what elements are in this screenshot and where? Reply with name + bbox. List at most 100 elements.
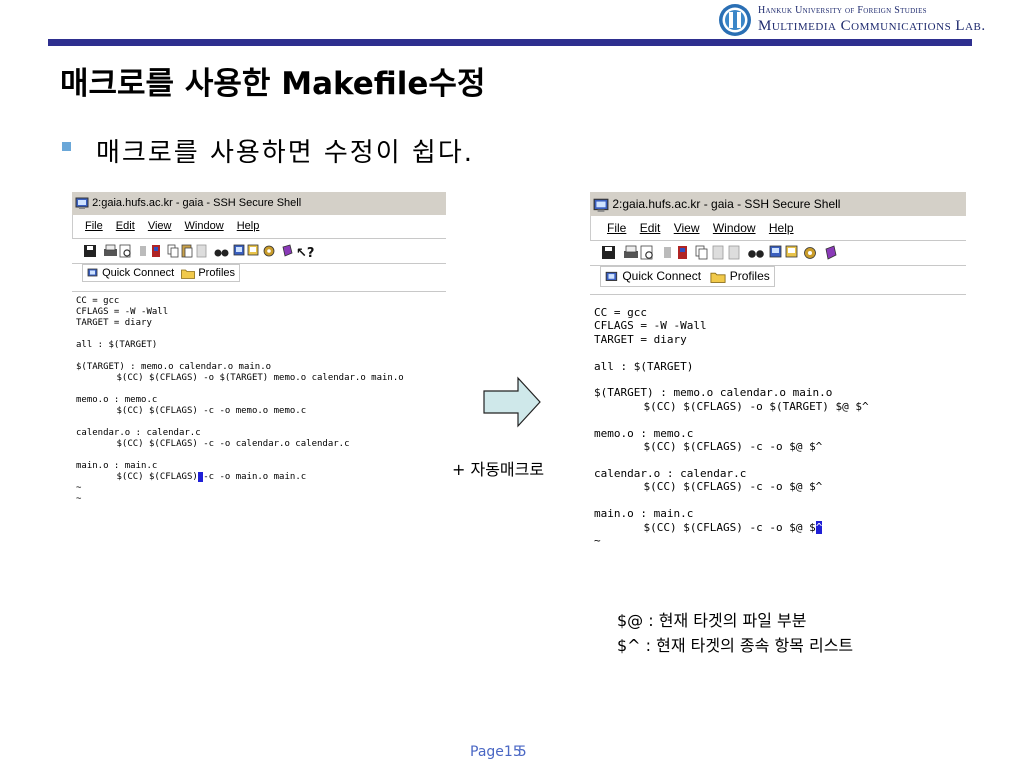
menu-help[interactable]: Help [236, 220, 260, 232]
terminal-line: CC = gcc [594, 306, 647, 319]
disconnect-icon[interactable] [664, 247, 671, 258]
print-icon[interactable] [104, 244, 117, 256]
transform-arrow-icon [483, 376, 541, 428]
toolbar-icons [602, 245, 837, 260]
menu-window[interactable]: Window [184, 220, 224, 232]
terminal-line [594, 494, 966, 507]
print-preview-icon[interactable] [640, 245, 653, 260]
terminal-line: $(CC) $(CFLAGS) -o $(TARGET) memo.o cale… [116, 373, 404, 383]
quick-connect-bar: Quick Connect Profiles [72, 264, 446, 292]
ssh-terminal-icon [75, 197, 89, 210]
save-icon[interactable] [84, 245, 96, 257]
menu-file[interactable]: File [607, 221, 627, 235]
keys-icon[interactable] [825, 245, 837, 260]
toolbar-icons: ↖? [84, 244, 314, 261]
profiles-button[interactable]: Profiles [729, 269, 770, 283]
quick-connect-icon [87, 268, 98, 277]
page-word: Page [470, 744, 504, 760]
terminal-line: $(CC) $(CFLAGS) -c -o calendar.o calenda… [116, 439, 350, 449]
terminal-line [594, 346, 966, 359]
menu-view[interactable]: View [673, 221, 700, 235]
menu-edit[interactable]: Edit [115, 220, 135, 232]
menu-edit[interactable]: Edit [639, 221, 661, 235]
svg-text:↖?: ↖? [296, 246, 314, 261]
arrow-label: + 자동매크로 [452, 460, 545, 479]
terminal-line: all : $(TARGET) [76, 340, 158, 350]
print-preview-icon[interactable] [119, 244, 131, 258]
settings-icon[interactable] [263, 245, 275, 257]
copy-icon[interactable] [695, 245, 708, 260]
menu-window[interactable]: Window [712, 221, 756, 235]
terminal-line: CFLAGS = -W -Wall [594, 319, 707, 333]
paste-disabled-icon[interactable] [728, 245, 740, 260]
terminal-line: memo.o : memo.c [76, 395, 158, 405]
terminal-line [594, 413, 966, 426]
terminal-line: $(CC) $(CFLAGS) -c -o $@ $^ [643, 520, 823, 534]
terminal-line: main.o : main.c [76, 461, 158, 471]
ssh-window-before: 2:gaia.hufs.ac.kr - gaia - SSH Secure Sh… [72, 192, 446, 606]
bullet-marker [62, 142, 71, 151]
logo-university-name: Hankuk University of Foreign Studies [758, 5, 927, 16]
menu-help[interactable]: Help [768, 221, 794, 235]
terminal-line: main.o : main.c [594, 507, 694, 521]
quick-connect-button[interactable]: Quick Connect Profiles [600, 266, 775, 287]
find-icon[interactable] [748, 250, 764, 258]
new-terminal-icon[interactable] [233, 244, 245, 256]
terminal-line: ~ [594, 533, 601, 547]
paste-disabled-icon[interactable] [196, 244, 207, 258]
disconnect-red-icon[interactable] [152, 245, 160, 257]
terminal-line [76, 329, 446, 340]
disconnect-icon[interactable] [140, 246, 146, 256]
new-terminal-icon[interactable] [769, 245, 782, 258]
new-file-transfer-icon[interactable] [247, 244, 259, 256]
terminal-line: calendar.o : calendar.c [76, 428, 201, 438]
terminal-line: $(CC) $(CFLAGS) -c -o memo.o memo.c [116, 406, 307, 416]
quick-connect-bar: Quick Connect Profiles [590, 266, 966, 295]
note-deps-macro: $^ : 현재 타겟의 종속 항목 리스트 [617, 636, 854, 655]
university-logo: Hankuk University of Foreign Studies Mul… [718, 2, 1018, 38]
text-cursor [197, 472, 204, 482]
ssh-terminal-icon [593, 198, 609, 212]
logo-lab-name: Multimedia Communications Lab. [758, 18, 986, 34]
new-file-transfer-icon[interactable] [785, 245, 798, 258]
window-titlebar[interactable]: 2:gaia.hufs.ac.kr - gaia - SSH Secure Sh… [590, 192, 966, 216]
menu-view[interactable]: View [147, 220, 172, 232]
terminal-line: TARGET = diary [594, 332, 687, 346]
terminal-line: ~ [76, 483, 82, 493]
terminal-line: memo.o : memo.c [594, 426, 694, 440]
terminal-line: $(CC) $(CFLAGS) -o $(TARGET) $@ $^ [643, 399, 869, 413]
terminal-line: $(TARGET) : memo.o calendar.o main.o [594, 386, 833, 400]
terminal-line [76, 351, 446, 362]
settings-icon[interactable] [804, 247, 816, 259]
window-titlebar[interactable]: 2:gaia.hufs.ac.kr - gaia - SSH Secure Sh… [72, 192, 446, 215]
help-icon[interactable]: ↖? [296, 246, 314, 261]
terminal-line: $(CC) $(CFLAGS) -c -o $@ $^ [643, 480, 823, 494]
bullet-text: 매크로를 사용하면 수정이 쉽다. [96, 138, 475, 168]
disconnect-red-icon[interactable] [678, 246, 687, 259]
terminal-line: $(CC) $(CFLAGS) -c -o main.o main.c [116, 472, 307, 482]
toolbar: ↖? [72, 239, 446, 264]
quick-connect-button[interactable]: Quick Connect Profiles [82, 264, 241, 283]
print-icon[interactable] [624, 245, 638, 258]
menu-file[interactable]: File [85, 220, 103, 232]
paste-icon[interactable] [181, 244, 193, 258]
terminal-line: $(TARGET) : memo.o calendar.o main.o [76, 362, 272, 372]
terminal-line [594, 453, 966, 466]
ssh-window-after: 2:gaia.hufs.ac.kr - gaia - SSH Secure Sh… [590, 192, 966, 592]
page-number-overlap: 5 [517, 744, 527, 760]
terminal-line: calendar.o : calendar.c [594, 466, 747, 480]
terminal-line: ~ [76, 494, 82, 504]
keys-icon[interactable] [282, 244, 293, 257]
menu-bar: File Edit View Window Help [590, 216, 966, 241]
paste-icon[interactable] [712, 245, 724, 260]
save-icon[interactable] [602, 246, 615, 259]
find-icon[interactable] [214, 249, 229, 257]
terminal-line [76, 384, 446, 395]
hufs-emblem-icon [719, 4, 751, 36]
terminal-line: TARGET = diary [76, 318, 152, 328]
header-divider-bar [48, 39, 972, 46]
profiles-button[interactable]: Profiles [198, 267, 236, 279]
copy-icon[interactable] [167, 244, 179, 258]
